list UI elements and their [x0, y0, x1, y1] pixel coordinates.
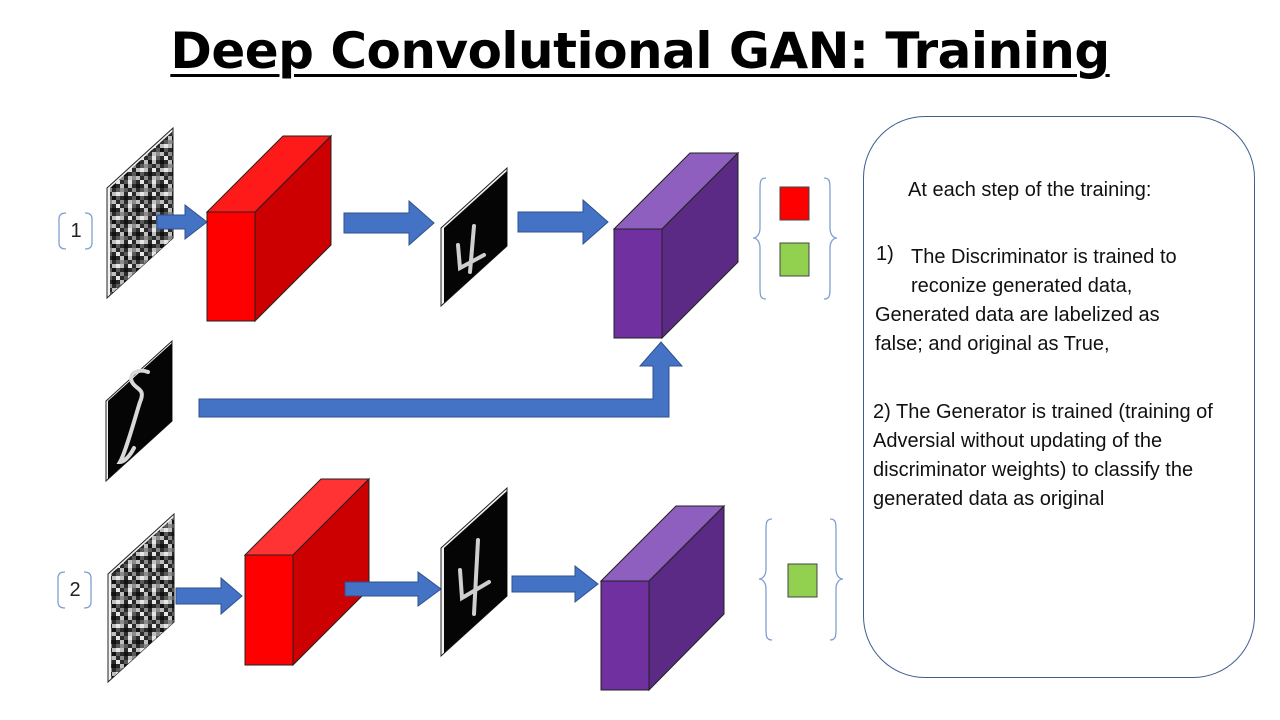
arrow-noise-to-generator-1	[156, 203, 208, 241]
generator-block-1	[205, 134, 333, 323]
generated-image-1	[440, 166, 508, 308]
arrow-generator-to-generated-1	[343, 199, 435, 247]
step-label-bracket-2	[57, 571, 92, 609]
panel-item-1-line: The Discriminator is trained to	[911, 246, 1177, 268]
real-image	[105, 339, 173, 483]
panel-item-2-line: 2) The Generator is trained (training of	[873, 401, 1213, 423]
panel-item-1-cont-line: Generated data are labelized as	[875, 304, 1160, 326]
arrow-generated-to-discriminator-2	[511, 564, 599, 604]
arrow-noise-to-generator-2	[175, 576, 243, 616]
panel-item-1-cont-line: false; and original as True,	[875, 333, 1110, 355]
panel-item-2: 2) The Generator is trained (training of…	[873, 398, 1213, 514]
arrow-generator-to-generated-2	[344, 571, 442, 607]
noise-input-2	[107, 512, 175, 684]
step-label-2: 2	[69, 579, 81, 601]
fake-label-square	[779, 186, 810, 221]
panel-heading-text: At each step of the training:	[908, 179, 1152, 201]
discriminator-block-1	[612, 151, 740, 340]
output-labels-brace-1	[752, 177, 838, 300]
output-labels-brace-2	[758, 518, 844, 641]
panel-item-1-line: reconize generated data,	[911, 275, 1133, 297]
arrow-generated-to-discriminator-1	[517, 198, 609, 246]
discriminator-block-2	[599, 504, 726, 692]
panel-item-1: The Discriminator is trained to reconize…	[911, 243, 1177, 301]
explanation-panel	[863, 116, 1255, 678]
generated-image-2	[440, 486, 508, 658]
panel-item-1-continued: Generated data are labelized as false; a…	[875, 301, 1160, 359]
arrow-real-to-discriminator	[198, 341, 684, 418]
true-label-square-2	[787, 563, 818, 598]
noise-input-1	[106, 126, 174, 300]
panel-heading: At each step of the training:	[908, 176, 1152, 205]
step-label-1: 1	[70, 220, 82, 242]
panel-item-2-line: discriminator weights) to classify the	[873, 459, 1194, 481]
panel-item-2-line: Adversial without updating of the	[873, 430, 1163, 452]
panel-item-1-number: 1)	[876, 243, 894, 265]
generator-block-2	[243, 477, 371, 667]
step-label-bracket-1	[58, 212, 93, 250]
panel-item-2-line: generated data as original	[873, 488, 1105, 510]
page-title: Deep Convolutional GAN: Training	[170, 22, 1110, 80]
true-label-square-1	[779, 242, 810, 277]
